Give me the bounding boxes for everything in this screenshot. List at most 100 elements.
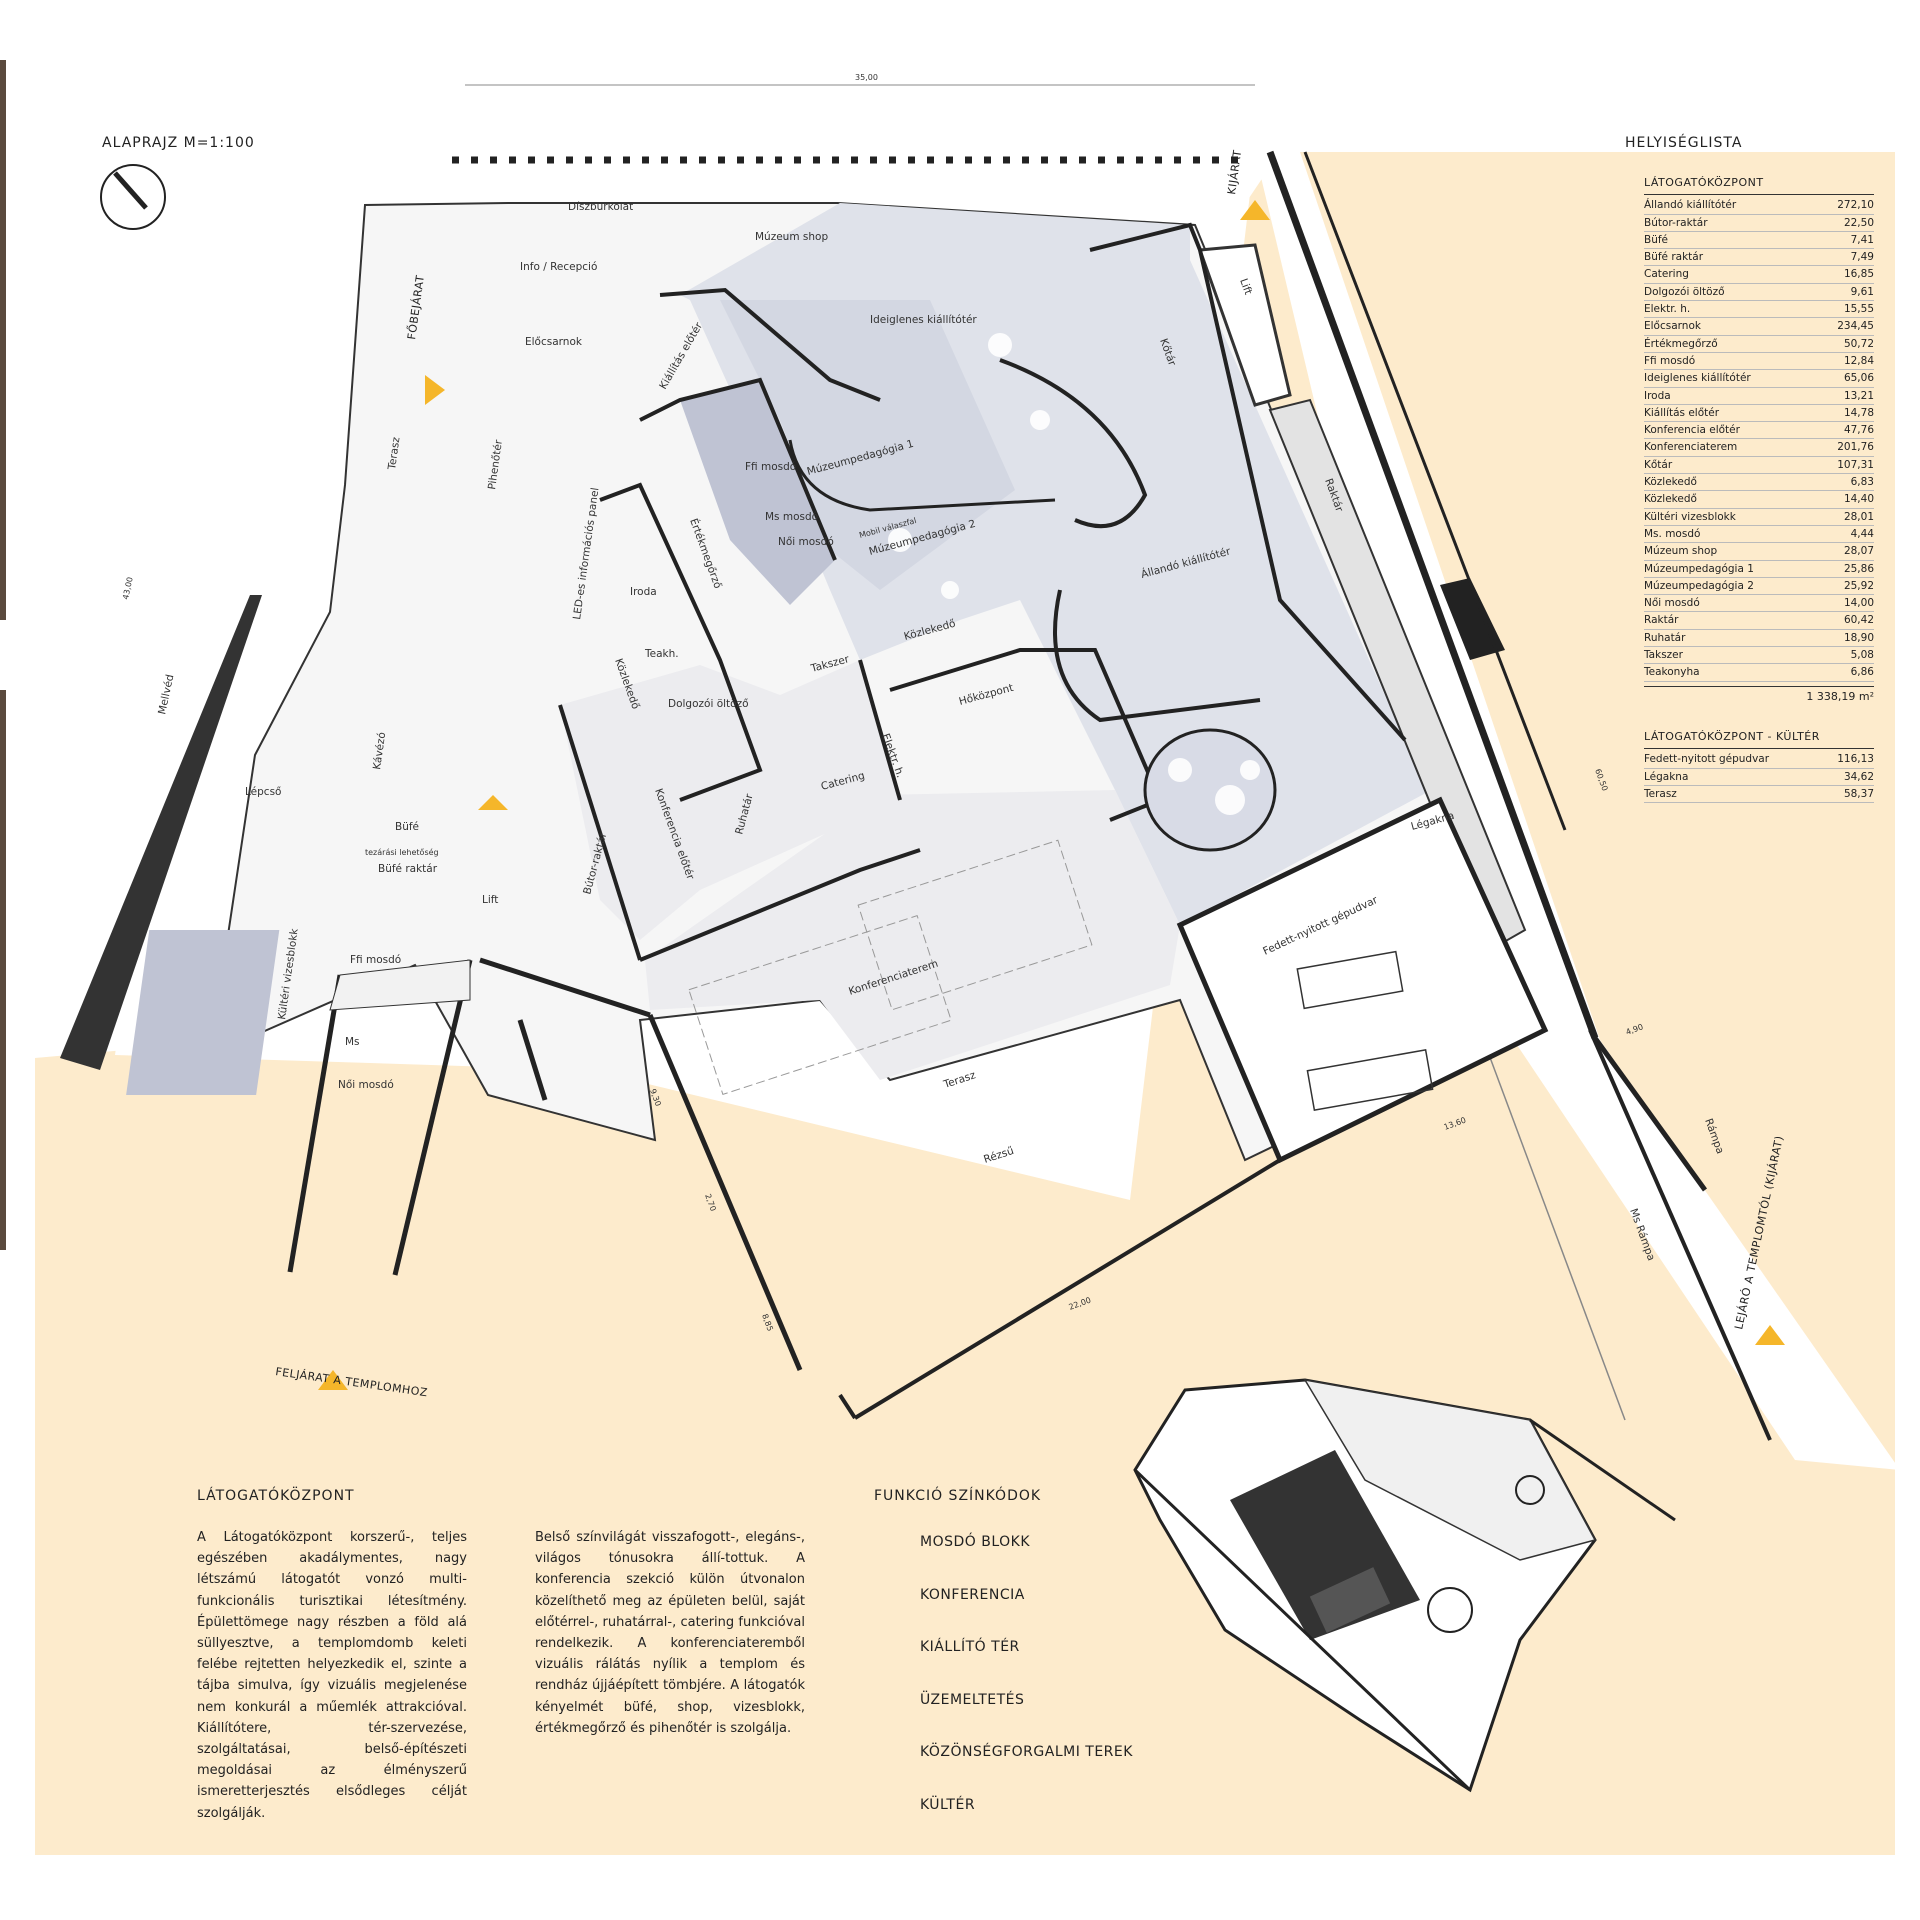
room-area: 6,83 — [1850, 476, 1874, 489]
room-name: Előcsarnok — [1644, 320, 1701, 333]
room-name: Közlekedő — [1644, 476, 1697, 489]
room-area: 60,42 — [1843, 614, 1874, 627]
room-label: Lift — [1237, 277, 1254, 297]
room-name: Konferencia előtér — [1644, 424, 1740, 437]
room-area: 22,50 — [1843, 216, 1874, 229]
room-area: 14,78 — [1843, 406, 1874, 419]
room-list-row: Közlekedő 6,83 — [1644, 474, 1874, 492]
room-name: Múzeum shop — [1644, 545, 1718, 558]
room-list-row: Kiállítás előtér 14,78 — [1644, 405, 1874, 423]
room-name: Fedett-nyitott gépudvar — [1644, 753, 1770, 766]
room-area: 65,06 — [1843, 372, 1874, 385]
room-area: 7,41 — [1850, 233, 1874, 246]
room-area: 14,40 — [1843, 493, 1874, 506]
legend-item: KÜLTÉR — [920, 1796, 976, 1813]
description-column-2: Belső színvilágát visszafogott-, elegáns… — [535, 1530, 805, 1736]
wc-block — [680, 380, 835, 605]
room-name: Elektr. h. — [1644, 303, 1691, 316]
room-label: Büfé raktár — [378, 863, 438, 875]
room-area: 234,45 — [1837, 320, 1874, 333]
room-area: 272,10 — [1837, 199, 1874, 212]
room-label: Ideiglenes kiállítótér — [870, 314, 977, 326]
room-list-row: Konferencia előtér 47,76 — [1644, 422, 1874, 440]
room-area: 12,84 — [1843, 354, 1874, 367]
room-area: 25,92 — [1843, 579, 1874, 592]
legend-item: KIÁLLÍTÓ TÉR — [920, 1639, 1020, 1655]
room-name: Terasz — [1644, 787, 1677, 800]
conference-zone — [645, 790, 1180, 1080]
room-name: Iroda — [1644, 389, 1671, 402]
room-area: 6,86 — [1850, 666, 1874, 679]
legend-item: ÜZEMELTETÉS — [920, 1691, 1025, 1708]
plan-title: ALAPRAJZ M=1:100 — [102, 135, 255, 151]
mellved-wall — [60, 595, 262, 1070]
room-list-row: Múzeumpedagógia 2 25,92 — [1644, 578, 1874, 596]
room-list-row: Iroda 13,21 — [1644, 388, 1874, 405]
room-area: 16,85 — [1843, 268, 1874, 281]
room-name: Múzeumpedagógia 2 — [1644, 579, 1754, 592]
room-list-row: Teakonyha 6,86 — [1644, 664, 1874, 682]
room-area: 4,44 — [1850, 527, 1874, 540]
entrance-arrow — [318, 200, 1785, 1390]
room-name: Catering — [1644, 268, 1689, 281]
room-list-row: Konferenciaterem 201,76 — [1644, 439, 1874, 457]
room-label: Ms mosdó — [765, 511, 818, 523]
room-list-total: 1 338,19 m² — [1644, 685, 1874, 705]
description-title: LÁTOGATÓKÖZPONT — [197, 1488, 355, 1504]
wc-block-outdoor — [126, 930, 280, 1095]
room-label: Ffi mosdó — [350, 954, 401, 966]
room-area: 116,13 — [1837, 753, 1874, 766]
room-label: Kávézó — [371, 731, 388, 770]
room-name: Takszer — [1644, 649, 1683, 662]
room-area: 107,31 — [1837, 458, 1874, 471]
room-name: Teakonyha — [1644, 666, 1700, 679]
room-list-title: HELYISÉGLISTA — [1625, 135, 1743, 151]
room-name: Büfé — [1644, 233, 1669, 246]
room-area: 7,49 — [1850, 251, 1874, 264]
room-name: Bútor-raktár — [1644, 216, 1708, 229]
room-area: 50,72 — [1843, 337, 1874, 350]
room-label: Dolgozói öltöző — [668, 698, 749, 710]
dimension-label: 43,00 — [121, 576, 135, 600]
gepudvar — [1176, 796, 1549, 1164]
description-column-1: A Látogatóközpont korszerű-, teljes egés… — [197, 1530, 467, 1821]
legend-item: KONFERENCIA — [920, 1586, 1025, 1603]
room-area: 34,62 — [1843, 770, 1874, 783]
room-area: 13,21 — [1843, 389, 1874, 402]
room-name: Dolgozói öltöző — [1644, 285, 1725, 298]
room-list-row: Női mosdó 14,00 — [1644, 595, 1874, 613]
room-name: Ruhatár — [1644, 631, 1686, 644]
room-label: Lift — [482, 894, 498, 906]
room-name: Kiállítás előtér — [1644, 406, 1720, 419]
legend-item: KÖZÖNSÉGFORGALMI TEREK — [920, 1744, 1133, 1760]
room-label: Előcsarnok — [525, 336, 583, 348]
legend-title: FUNKCIÓ SZÍNKÓDOK — [874, 1488, 1042, 1504]
room-list-row: Kőtár 107,31 — [1644, 457, 1874, 475]
room-area: 201,76 — [1837, 441, 1874, 454]
room-label: tezárási lehetőség — [365, 847, 439, 857]
room-name: Női mosdó — [1644, 597, 1700, 610]
room-label: Lépcső — [245, 786, 281, 798]
room-name: Kőtár — [1644, 458, 1673, 471]
room-area: 9,61 — [1850, 285, 1874, 298]
room-area: 47,76 — [1843, 424, 1874, 437]
room-list-row: Előcsarnok 234,45 — [1644, 318, 1874, 336]
room-name: Múzeumpedagógia 1 — [1644, 562, 1754, 575]
room-list-row: Büfé 7,41 — [1644, 232, 1874, 250]
room-area: 14,00 — [1843, 597, 1874, 610]
room-name: Konferenciaterem — [1644, 441, 1738, 454]
